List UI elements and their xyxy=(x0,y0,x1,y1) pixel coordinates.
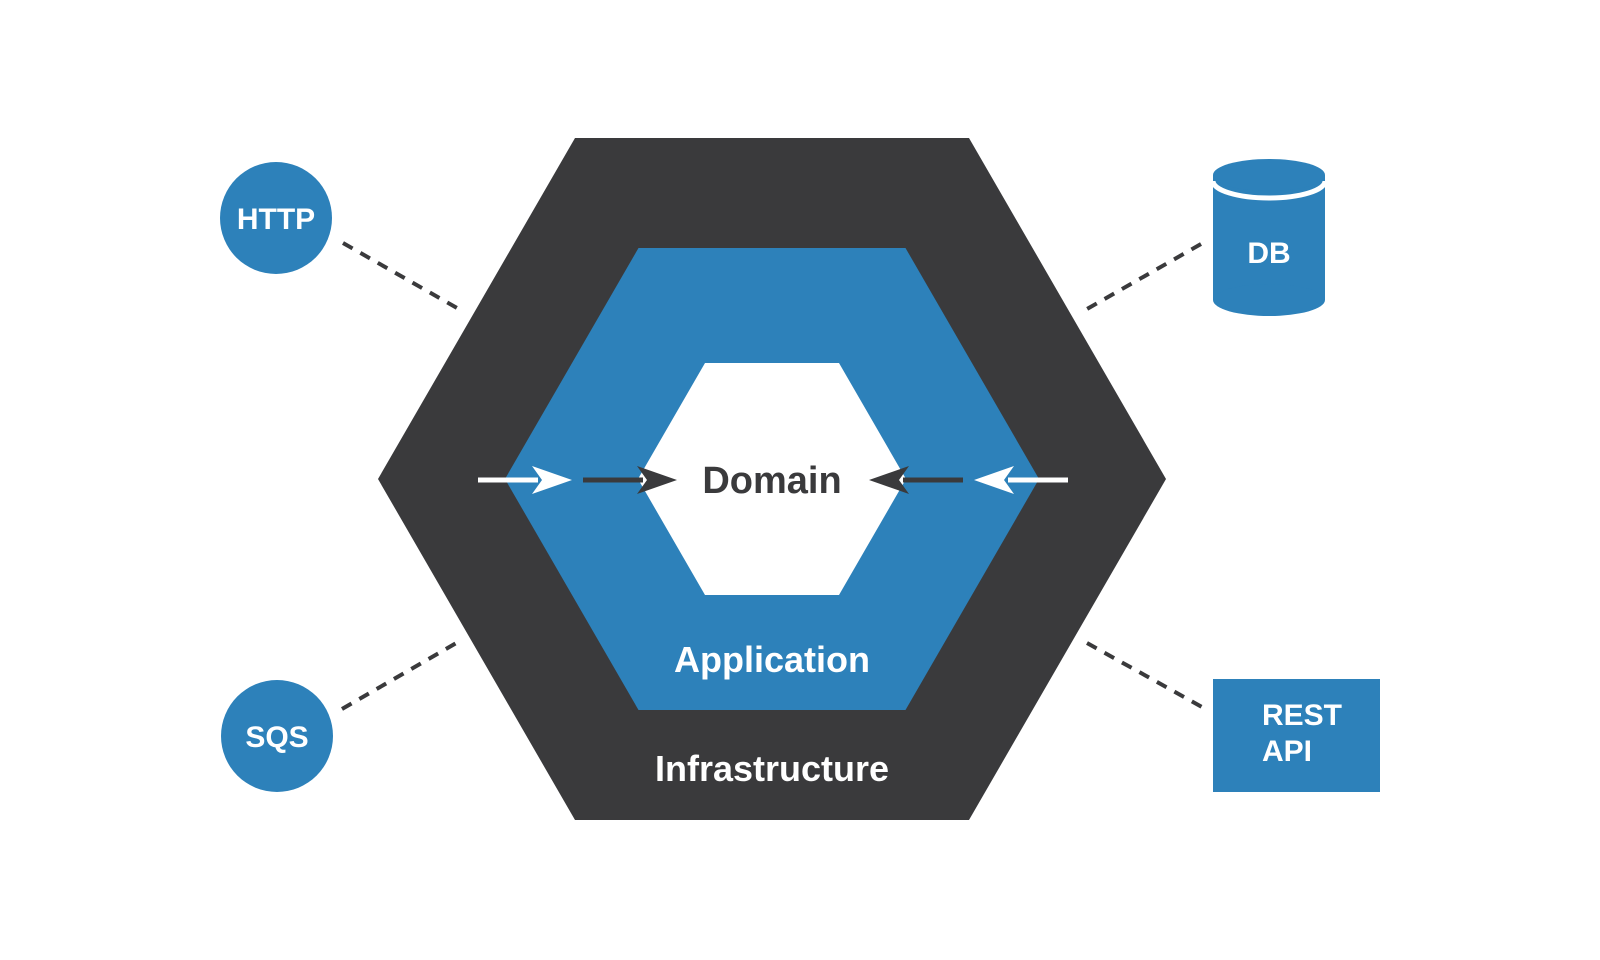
http-circle-icon xyxy=(220,162,332,274)
rest-api-label-line1: REST xyxy=(1262,699,1342,732)
connector-http xyxy=(342,241,458,310)
connector-rest-api xyxy=(1086,641,1203,709)
connector-sqs xyxy=(340,640,460,711)
inward-arrows-left xyxy=(478,466,677,494)
db-cylinder-lid-highlight xyxy=(1210,180,1328,201)
rest-api-rectangle-icon xyxy=(1213,679,1380,792)
arrow-white-right-head-icon xyxy=(974,466,1014,494)
adapter-db: DB xyxy=(1210,159,1328,316)
db-label: DB xyxy=(1247,237,1290,270)
sqs-circle-icon xyxy=(221,680,333,792)
application-label: Application xyxy=(674,639,870,680)
adapter-http: HTTP xyxy=(220,162,332,274)
adapter-sqs: SQS xyxy=(221,680,333,792)
connector-db xyxy=(1086,242,1202,311)
db-cylinder-lid-icon xyxy=(1213,159,1325,191)
domain-hexagon xyxy=(638,363,906,595)
http-label: HTTP xyxy=(237,203,315,236)
arrow-dark-right-head-icon xyxy=(869,466,909,494)
inward-arrows-right xyxy=(869,466,1068,494)
arrow-dark-left-head-icon xyxy=(637,466,677,494)
adapter-rest-api: REST API xyxy=(1213,679,1380,792)
sqs-label: SQS xyxy=(245,721,308,754)
db-cylinder-bottom xyxy=(1213,284,1325,316)
domain-label: Domain xyxy=(702,460,841,502)
infrastructure-label: Infrastructure xyxy=(655,748,889,789)
rest-api-label-line2: API xyxy=(1262,735,1312,768)
arrow-white-left-head-icon xyxy=(532,466,572,494)
